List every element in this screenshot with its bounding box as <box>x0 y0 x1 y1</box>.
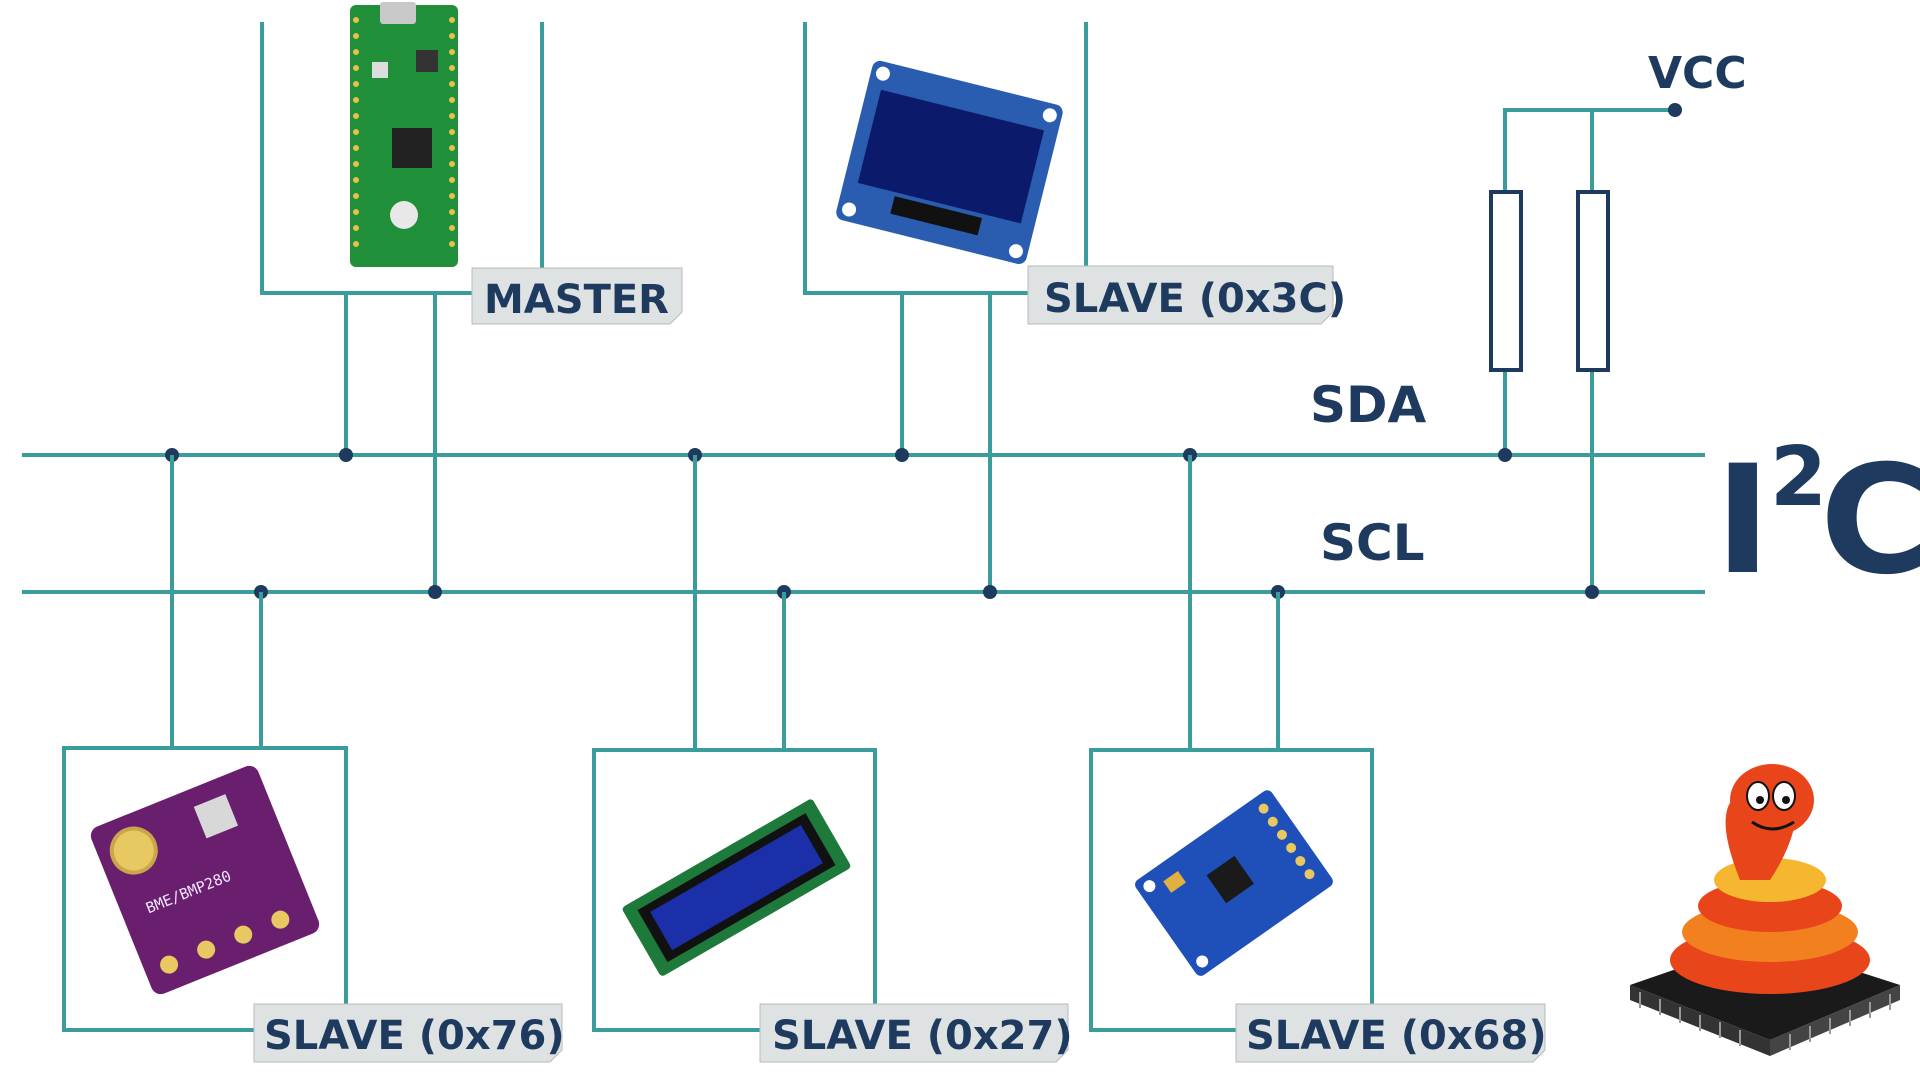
micropython-logo-icon <box>1630 764 1900 1056</box>
junction-dot <box>339 448 353 462</box>
lcd-frame <box>592 748 877 1032</box>
master-label-tag <box>471 267 683 325</box>
master-device: MASTER <box>260 2 683 599</box>
vcc-label: VCC <box>1648 48 1747 99</box>
oled-label: SLAVE (0x3C) <box>1044 276 1346 322</box>
master-frame <box>260 22 475 295</box>
bme-label: SLAVE (0x76) <box>264 1013 565 1059</box>
oled-frame <box>803 22 1030 295</box>
i2c-title-c: C <box>1820 434 1920 608</box>
junction-dot <box>1498 448 1512 462</box>
scl-label: SCL <box>1320 514 1425 572</box>
mpu-frame <box>1089 748 1374 1032</box>
mpu-device: SLAVE (0x68) <box>1089 448 1547 1063</box>
oled-label-tag <box>1027 265 1334 325</box>
bme-label-tag <box>253 1003 563 1063</box>
scl-pullup-resistor <box>1576 190 1610 372</box>
bme-device: BME/BMP280 SLAVE (0x76) <box>62 448 565 1063</box>
bme-frame <box>62 746 348 1032</box>
mpu6050-module-icon <box>1135 790 1333 976</box>
junction-dot <box>1585 585 1599 599</box>
raspberry-pi-pico-icon <box>350 2 458 267</box>
bme280-sensor-icon: BME/BMP280 <box>90 765 320 995</box>
lcd-device: SLAVE (0x27) <box>592 448 1073 1063</box>
i2c-title-i: I <box>1715 434 1771 608</box>
master-label: MASTER <box>484 277 669 323</box>
vcc-terminal <box>1668 103 1682 117</box>
sda-pullup-resistor <box>1489 190 1523 372</box>
oled-device: SLAVE (0x3C) <box>803 22 1346 599</box>
oled-display-icon <box>836 60 1063 264</box>
mpu-label-tag <box>1235 1003 1546 1063</box>
sda-label: SDA <box>1310 376 1427 434</box>
lcd-label: SLAVE (0x27) <box>772 1013 1073 1059</box>
lcd-label-tag <box>759 1003 1069 1063</box>
junction-dot <box>428 585 442 599</box>
lcd-1602-icon <box>622 799 851 976</box>
mpu-label: SLAVE (0x68) <box>1246 1013 1547 1059</box>
i2c-title-sup: 2 <box>1770 430 1827 525</box>
i2c-title: I 2 C <box>1715 430 1920 608</box>
junction-dot <box>895 448 909 462</box>
junction-dot <box>983 585 997 599</box>
pullup-network: VCC <box>1489 48 1747 599</box>
